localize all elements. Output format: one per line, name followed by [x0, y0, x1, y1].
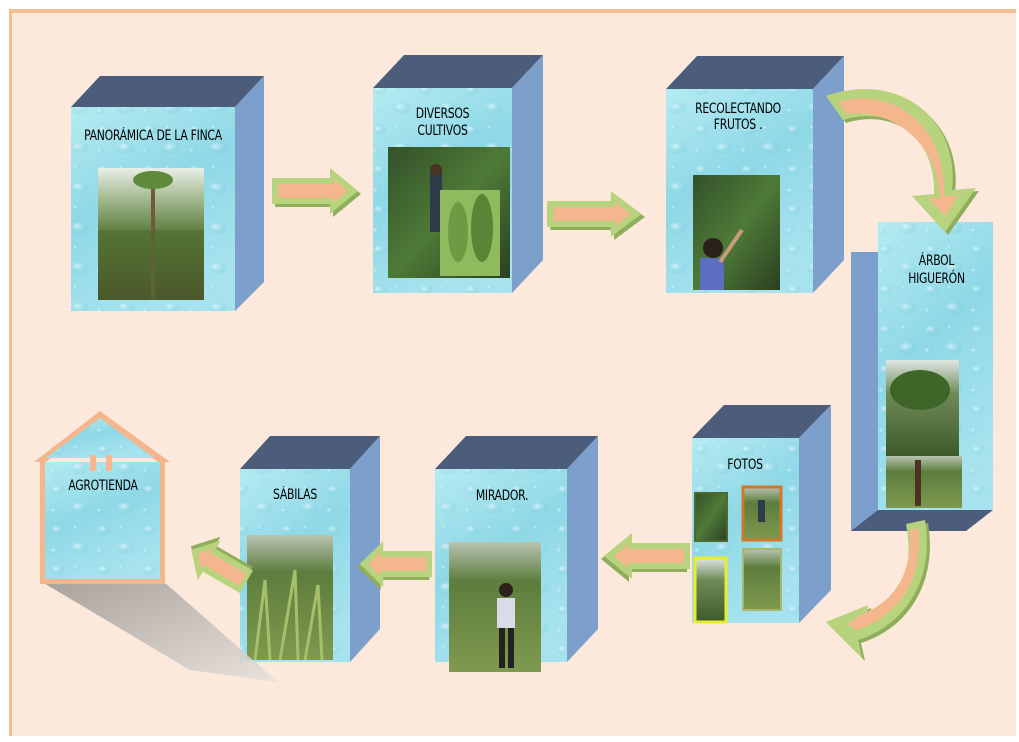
label-sabilas: SÁBILAS: [273, 487, 317, 503]
label-mirador: MIRADOR.: [475, 488, 529, 504]
stage-box-sabilas: [240, 436, 380, 662]
photo-grid-fotos: [693, 485, 783, 624]
arrow-3-left: [601, 533, 690, 582]
photo-panoramica: [98, 168, 204, 300]
agrotienda-house: [34, 411, 278, 682]
stage-box-cultivos: [373, 55, 543, 293]
photo-frutos: [693, 175, 780, 290]
label-fotos: FOTOS: [727, 457, 763, 473]
stage-box-frutos: [666, 56, 844, 293]
stage-box-arbol: [851, 222, 993, 531]
stage-box-fotos: [692, 405, 831, 624]
photo-mirador: [449, 542, 541, 672]
label-agrotienda: AGROTIENDA: [68, 478, 138, 494]
label-arbol: ÁRBOL HIGUERÓN: [908, 253, 965, 287]
arrow-2-right: [547, 191, 645, 240]
label-frutos: RECOLECTANDO FRUTOS .: [695, 101, 781, 133]
arrow-curve-return: [826, 520, 930, 661]
label-panoramica: PANORÁMICA DE LA FINCA: [84, 128, 222, 144]
stage-box-panoramica: [71, 76, 264, 311]
photo-sabilas: [247, 535, 333, 661]
arrow-1-right: [272, 168, 361, 217]
photo-cultivos: [388, 147, 510, 278]
stage-box-mirador: [435, 436, 598, 672]
label-cultivos: DIVERSOS CULTIVOS: [415, 106, 470, 139]
photo-arbol: [886, 360, 962, 508]
arrow-curve-down: [826, 89, 979, 236]
